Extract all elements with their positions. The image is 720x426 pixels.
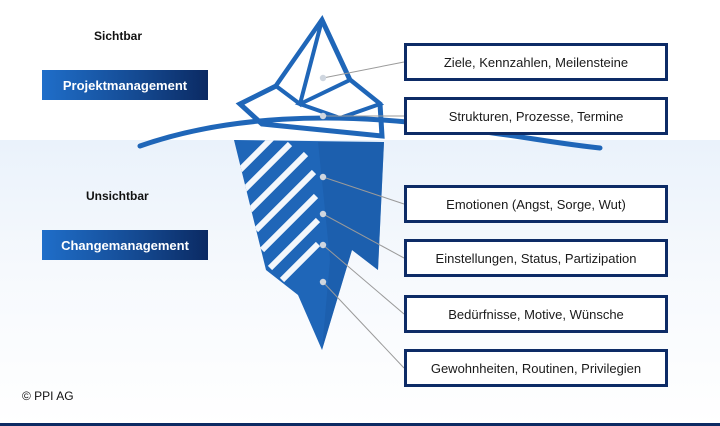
- iceberg-hatching: [237, 140, 321, 283]
- bottom-divider: [0, 423, 720, 426]
- info-box-text: Strukturen, Prozesse, Termine: [407, 100, 665, 132]
- info-box-text: Ziele, Kennzahlen, Meilensteine: [407, 46, 665, 78]
- info-box-text: Gewohnheiten, Routinen, Privilegien: [407, 352, 665, 384]
- connector-lines: [322, 61, 405, 369]
- visible-section-label: Sichtbar: [94, 29, 143, 43]
- connector-dots: [319, 74, 327, 286]
- info-box-needs: Bedürfnisse, Motive, Wünsche: [404, 295, 668, 333]
- info-box-text: Bedürfnisse, Motive, Wünsche: [407, 298, 665, 330]
- info-box-goals: Ziele, Kennzahlen, Meilensteine: [404, 43, 668, 81]
- info-box-attitudes: Einstellungen, Status, Partizipation: [404, 239, 668, 277]
- info-box-habits: Gewohnheiten, Routinen, Privilegien: [404, 349, 668, 387]
- invisible-section-label: Unsichtbar: [86, 189, 149, 203]
- info-box-emotions: Emotionen (Angst, Sorge, Wut): [404, 185, 668, 223]
- copyright-text: © PPI AG: [22, 389, 74, 403]
- info-box-text: Emotionen (Angst, Sorge, Wut): [407, 188, 665, 220]
- change-management-box: Changemanagement: [42, 230, 208, 260]
- info-box-text: Einstellungen, Status, Partizipation: [407, 242, 665, 274]
- info-box-structures: Strukturen, Prozesse, Termine: [404, 97, 668, 135]
- project-management-box: Projektmanagement: [42, 70, 208, 100]
